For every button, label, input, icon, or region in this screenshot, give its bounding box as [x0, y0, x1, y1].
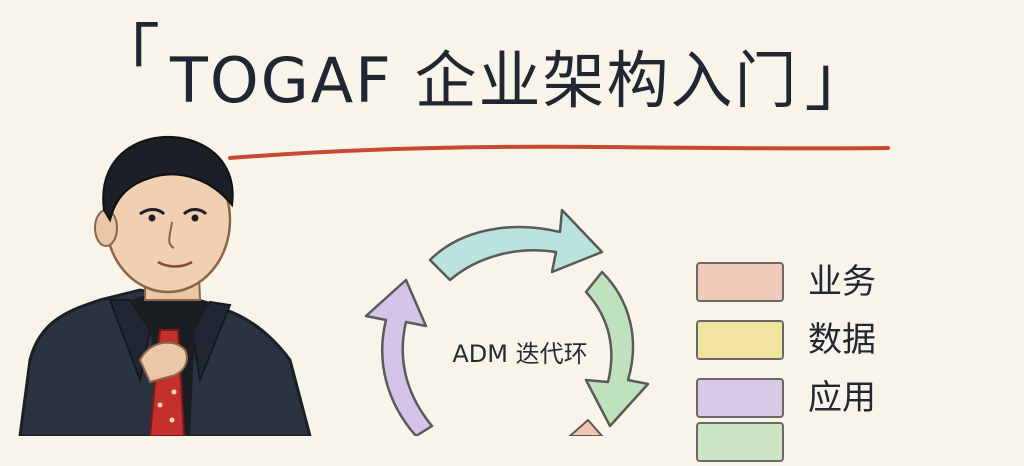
title-underline [228, 144, 890, 160]
legend-swatch-data [696, 320, 784, 360]
presenter-portrait [18, 135, 312, 436]
legend-item-business: 业务 [696, 258, 996, 306]
legend-item-technology [696, 418, 996, 466]
page-title: 「TOGAF 企业架构入门」 [92, 24, 922, 140]
cycle-label: ADM 迭代环 [452, 340, 588, 368]
legend-item-data: 数据 [696, 316, 996, 364]
poster-canvas: 「TOGAF 企业架构入门」 [18, 24, 996, 462]
architecture-legend: 业务 数据 应用 [696, 258, 996, 462]
legend-label-application: 应用 [808, 378, 876, 418]
legend-item-application: 应用 [696, 374, 996, 422]
legend-swatch-application [696, 378, 784, 418]
legend-label-data: 数据 [808, 320, 876, 360]
title-text: TOGAF 企业架构入门 [170, 44, 799, 117]
legend-swatch-business [696, 262, 784, 302]
title-bracket-right: 」 [804, 42, 875, 121]
legend-label-business: 业务 [808, 262, 876, 302]
cycle-arrows-icon [364, 208, 650, 436]
title-bracket-left: 「 [92, 18, 163, 97]
legend-swatch-technology [696, 422, 784, 462]
